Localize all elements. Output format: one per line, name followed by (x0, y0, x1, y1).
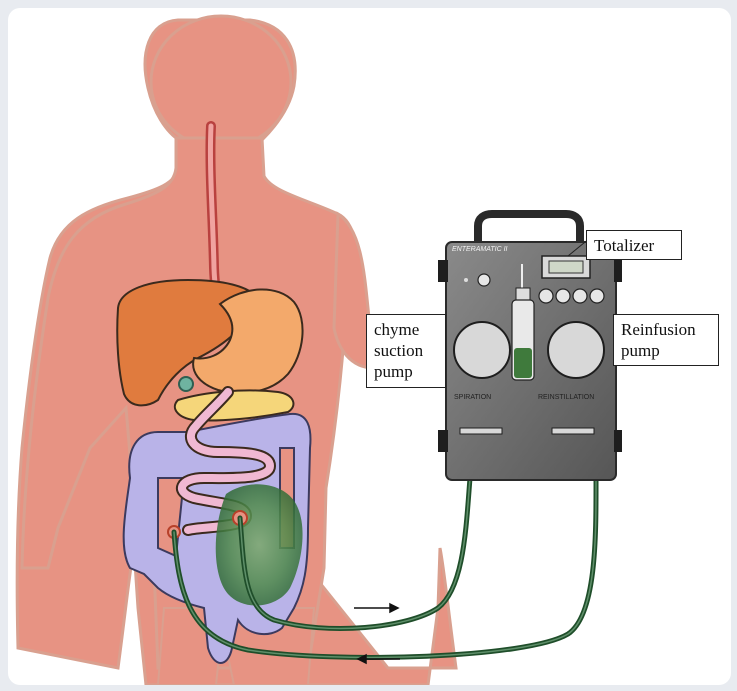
device-brand: ENTERAMATIC II (452, 246, 507, 253)
totalizer-label: Totalizer (586, 230, 682, 260)
device-right-caption: REINSTILLATION (538, 394, 594, 401)
power-button (478, 274, 490, 286)
diagram-card: ENTERAMATIC II SPIRATION REINSTILLATION … (8, 8, 731, 685)
reinfusion-pump-disk (548, 322, 604, 378)
chyme-suction-pump-label: chyme suction pump (366, 314, 446, 388)
chyme-pump-disk (454, 322, 510, 378)
chyme-region (216, 484, 303, 605)
gallbladder (179, 377, 193, 391)
flow-arrow-out (354, 604, 398, 612)
device-left-caption: SPIRATION (454, 394, 491, 401)
head (151, 16, 291, 148)
reinfusion-pump-label: Reinfusion pump (613, 314, 719, 366)
